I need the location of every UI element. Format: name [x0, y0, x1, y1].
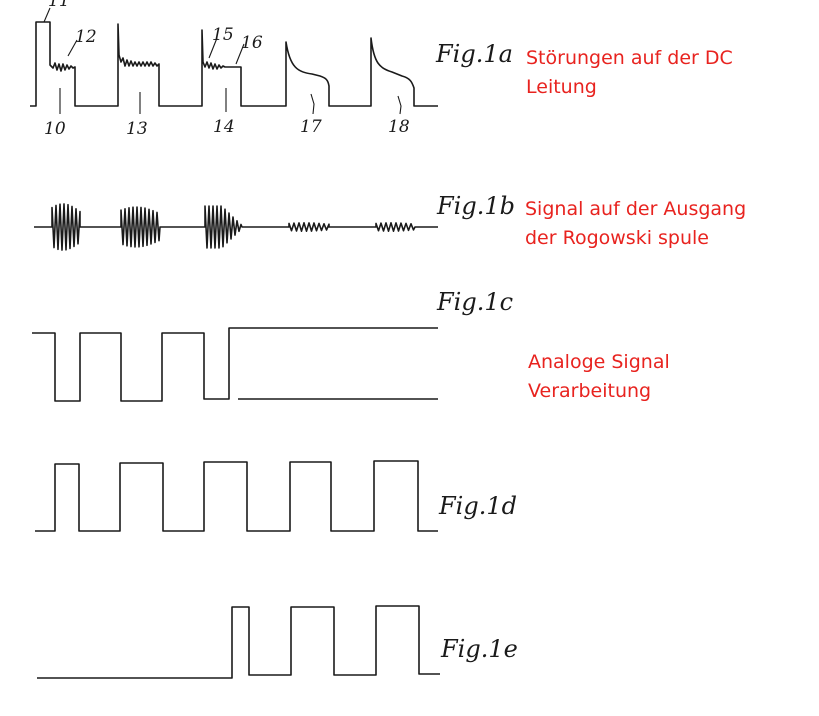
figure-label-1e: Fig.1e — [440, 635, 518, 663]
annotation-1a-line-2: Leitung — [526, 76, 597, 98]
annotation-1b-line-1: Signal auf der Ausgang — [525, 198, 747, 220]
figure-label-1d: Fig.1d — [438, 492, 517, 520]
waveform-1d — [35, 460, 438, 532]
ref-number-18: 18 — [388, 117, 410, 137]
ref-number-10: 10 — [44, 119, 66, 139]
ref-number-14: 14 — [213, 117, 235, 137]
waveform-1c — [32, 327, 438, 402]
figure-label-1c: Fig.1c — [436, 288, 513, 316]
waveform-1e — [37, 605, 440, 679]
annotation-1b-line-2: der Rogowski spule — [525, 227, 709, 249]
figure-label-1b: Fig.1b — [436, 192, 515, 220]
ref-number-12: 12 — [75, 27, 97, 47]
ref-number-11: 11 — [48, 0, 70, 11]
annotation-1b: Signal auf der Ausgang der Rogowski spul… — [525, 195, 746, 253]
annotation-1a: Störungen auf der DC Leitung — [526, 44, 733, 102]
waveform-1b — [34, 203, 438, 251]
ref-number-16: 16 — [241, 33, 263, 53]
annotation-1a-line-1: Störungen auf der DC — [526, 47, 733, 69]
annotation-1c-line-2: Verarbeitung — [528, 380, 652, 402]
waveform-1a — [30, 7, 438, 115]
figure-label-1a: Fig.1a — [435, 40, 513, 68]
annotation-1c: Analoge Signal Verarbeitung — [528, 348, 670, 406]
ref-number-15: 15 — [212, 25, 234, 45]
annotation-1c-line-1: Analoge Signal — [528, 351, 670, 373]
ref-number-13: 13 — [126, 119, 148, 139]
ref-number-17: 17 — [300, 117, 322, 137]
